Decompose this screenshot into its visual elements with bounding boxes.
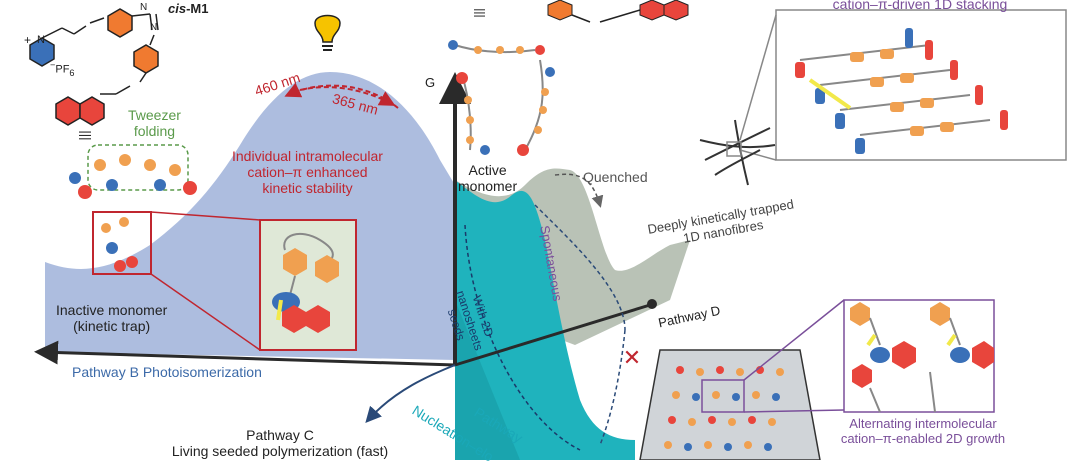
alternating-line1: Alternating intermolecular [849,416,997,431]
azo-n2: N [150,22,158,33]
zoom-detail-box [259,219,357,351]
alternating-line2: cation–π-enabled 2D growth [840,430,1006,446]
active-monomer-chain [448,40,555,156]
pathway-d-axis [454,303,651,367]
zoom-detail-molecule [272,232,339,333]
individual-stability-label: Individual intramolecular cation–π enhan… [232,148,383,196]
zoom-source-box [92,211,152,275]
inactive-line1: Inactive monomer [56,302,168,318]
quenched-dashed-arrow [554,173,604,208]
tweezer-folding-label: Tweezer folding [128,107,181,139]
teal-front-shade [455,300,520,460]
molecule-name-suffix: -M1 [186,1,209,16]
equivalence-sign-top: ||| [473,8,488,18]
azo-n1: N [140,2,148,13]
pathway-c-line1: Pathway C [246,427,314,443]
nanosheet-connector-bottom [743,409,845,413]
stacking-connector-2 [739,149,777,161]
partial-top-molecule [547,0,689,23]
inactive-line2: (kinetic trap) [73,318,151,335]
stacking-connector [739,14,777,141]
pathway-b-axis [34,340,456,367]
g-axis-label: G [425,75,436,90]
nanosheet-connector-top [743,299,845,381]
individual-line1: Individual intramolecular [232,148,383,164]
active-line1: Active [468,162,507,178]
nanofibres-icon [699,119,776,186]
zoom-source-molecule [101,217,138,272]
spontaneous-dashed-arrow [534,204,626,331]
alternating-growth-label: Alternating intermolecular cation–π-enab… [818,416,1028,447]
quenched-label: Quenched [583,169,648,185]
active-monomer-label: Active monomer [458,162,517,194]
stacked-chains [795,28,1008,154]
pathway-c-line2: Living seeded polymerization (fast) [171,443,389,460]
counterion-text: PF [55,63,70,76]
tweezer-line1: Tweezer [128,107,181,123]
molecule-name: cis-M1 [168,1,209,17]
nanosheet-plane [639,349,821,460]
pathway-c-label: Pathway C Living seeded polymerization (… [160,427,400,459]
individual-line2: cation–π enhanced [247,164,368,181]
nanosheet-zoom-source [701,379,745,413]
equivalence-sign-left: ||| [78,130,94,141]
molecule-structure [29,8,159,126]
nanosheet-molecules [664,366,784,451]
pathway-d-dashed-arrow [599,329,626,446]
counterion-subscript: 6 [69,67,75,78]
molecule-name-italic: cis [168,1,187,16]
active-line2: monomer [458,178,518,195]
individual-line3: kinetic stability [262,180,353,197]
stacking-title-label: cation–π-driven 1D stacking [832,0,1008,12]
tweezer-line2: folding [133,123,176,140]
arrow-365nm [299,86,396,106]
seeded-dashed-arrow [464,224,581,451]
pathway-c-arrow [365,364,456,423]
counterion-label: −PF6 [50,60,75,78]
pathway-d-dot [647,299,657,309]
pyridinium-nitrogen: N [37,34,45,46]
folded-molecule-cluster [69,144,197,199]
alternating-detail-molecules [850,302,994,413]
anion-charge: − [50,60,56,70]
pathway-b-label: Pathway B Photoisomerization [72,364,262,380]
teal-pathway-surface [455,180,635,460]
light-bulb-icon [314,14,341,51]
zoom-connector-top [150,211,261,221]
cation-charge: + [24,33,32,47]
blocked-cross: ✕ [623,346,641,371]
zoom-connector-bottom [150,273,261,351]
inactive-monomer-label: Inactive monomer (kinetic trap) [56,302,167,334]
